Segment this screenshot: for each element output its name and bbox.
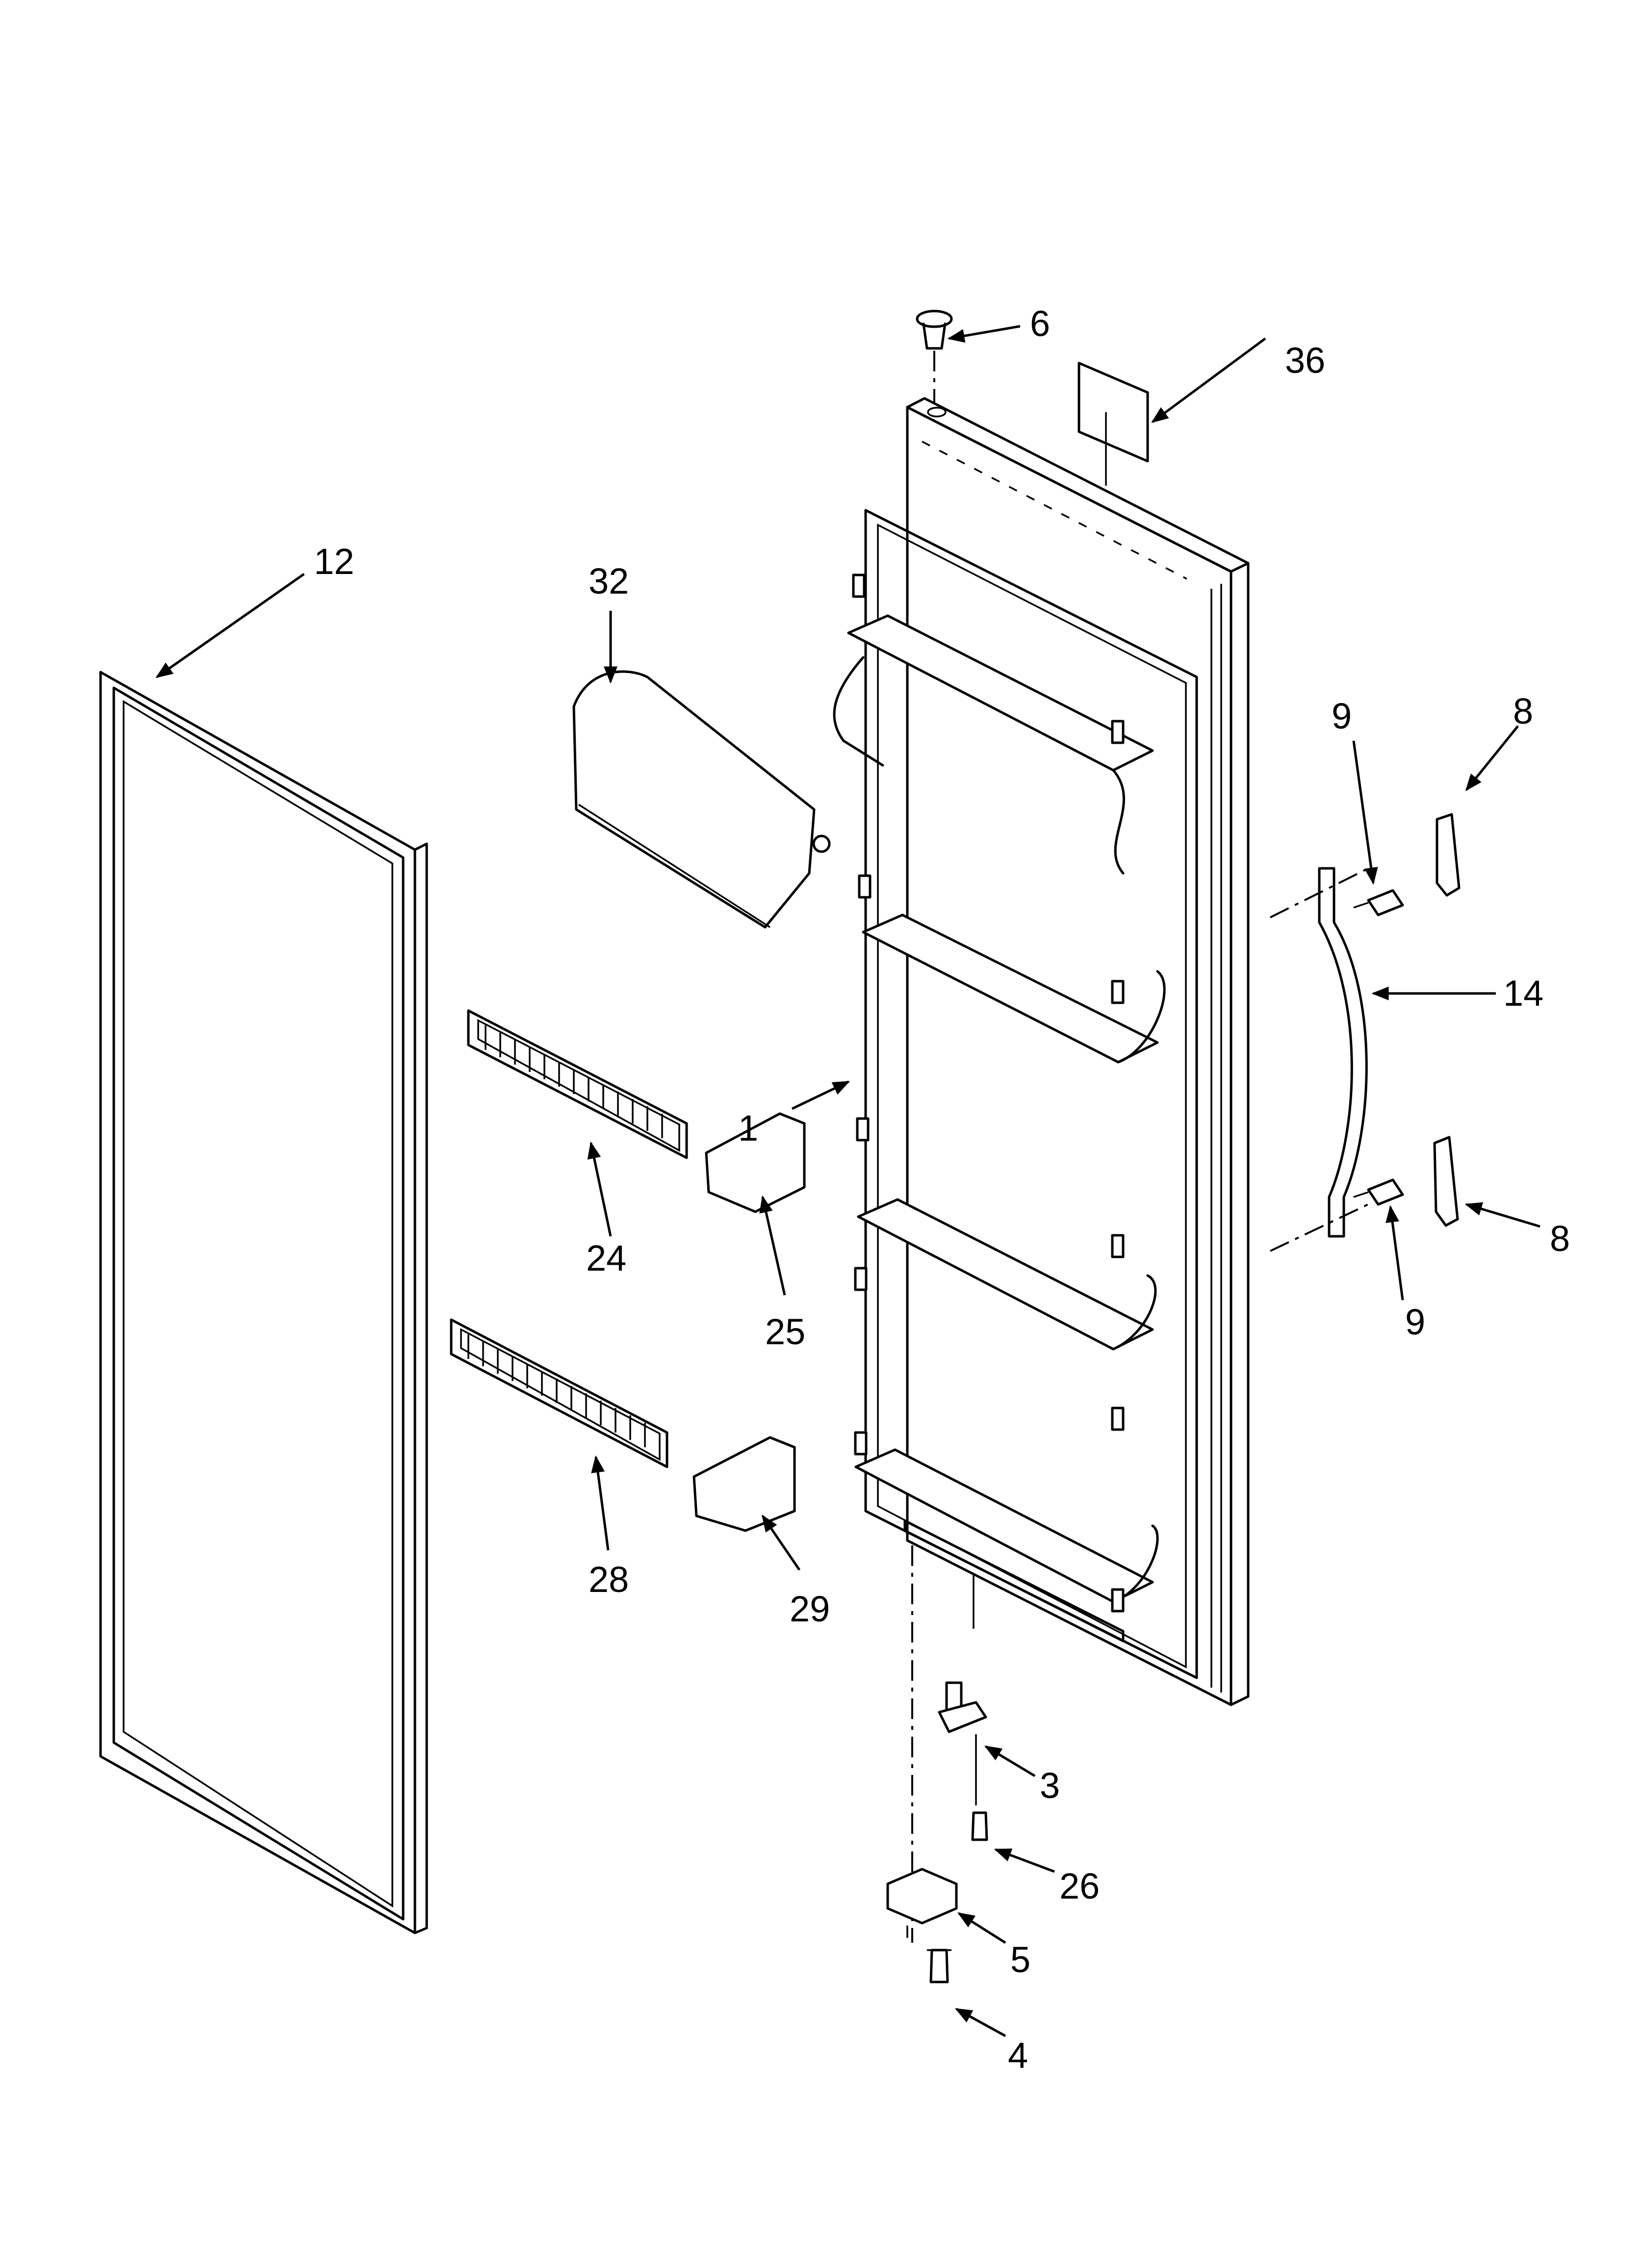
callout-5: 5 xyxy=(1010,1939,1030,1980)
callout-36: 36 xyxy=(1285,340,1325,381)
shelf-rail-upper xyxy=(467,1009,688,1159)
door-handle xyxy=(1270,867,1374,1252)
handle-screw-upper xyxy=(1353,889,1404,916)
callout-3: 3 xyxy=(1040,1765,1060,1806)
rating-label xyxy=(1078,362,1149,486)
bin-cover xyxy=(572,670,831,929)
callout-6: 6 xyxy=(1030,303,1050,344)
callout-26: 26 xyxy=(1059,1866,1100,1906)
door-assembly xyxy=(833,397,1250,1706)
handle-trim-cap-lower xyxy=(1433,1136,1459,1227)
rail-end-cap-upper xyxy=(705,1112,806,1213)
callout-labels: 1 3 4 5 6 8 8 9 9 12 14 24 25 26 28 29 3… xyxy=(314,303,1570,2076)
callout-24: 24 xyxy=(586,1238,626,1278)
hinge-screw xyxy=(971,1811,988,1841)
top-hinge-bushing xyxy=(916,310,953,417)
handle-screw-lower xyxy=(1353,1178,1404,1206)
bottom-hinge xyxy=(911,1545,987,1943)
rail-end-cap-lower xyxy=(693,1436,796,1532)
callout-28: 28 xyxy=(589,1559,629,1600)
door-gasket xyxy=(99,671,428,1934)
callout-8-lower: 8 xyxy=(1550,1218,1570,1259)
callout-4: 4 xyxy=(1008,2035,1028,2076)
shelf-rail-lower xyxy=(450,1318,668,1468)
callout-29: 29 xyxy=(790,1589,830,1629)
callout-14: 14 xyxy=(1503,973,1543,1014)
bracket-screw xyxy=(927,1949,951,1983)
callout-1: 1 xyxy=(738,1108,758,1148)
leader-lines xyxy=(155,325,1540,2037)
callout-8-upper: 8 xyxy=(1513,691,1533,731)
callout-12: 12 xyxy=(314,541,354,582)
callout-9-lower: 9 xyxy=(1405,1302,1425,1342)
handle-trim-cap-upper xyxy=(1436,813,1461,897)
hinge-bracket xyxy=(886,1868,958,1938)
callout-32: 32 xyxy=(589,561,629,601)
callout-9-upper: 9 xyxy=(1332,696,1352,736)
callout-25: 25 xyxy=(765,1311,805,1352)
